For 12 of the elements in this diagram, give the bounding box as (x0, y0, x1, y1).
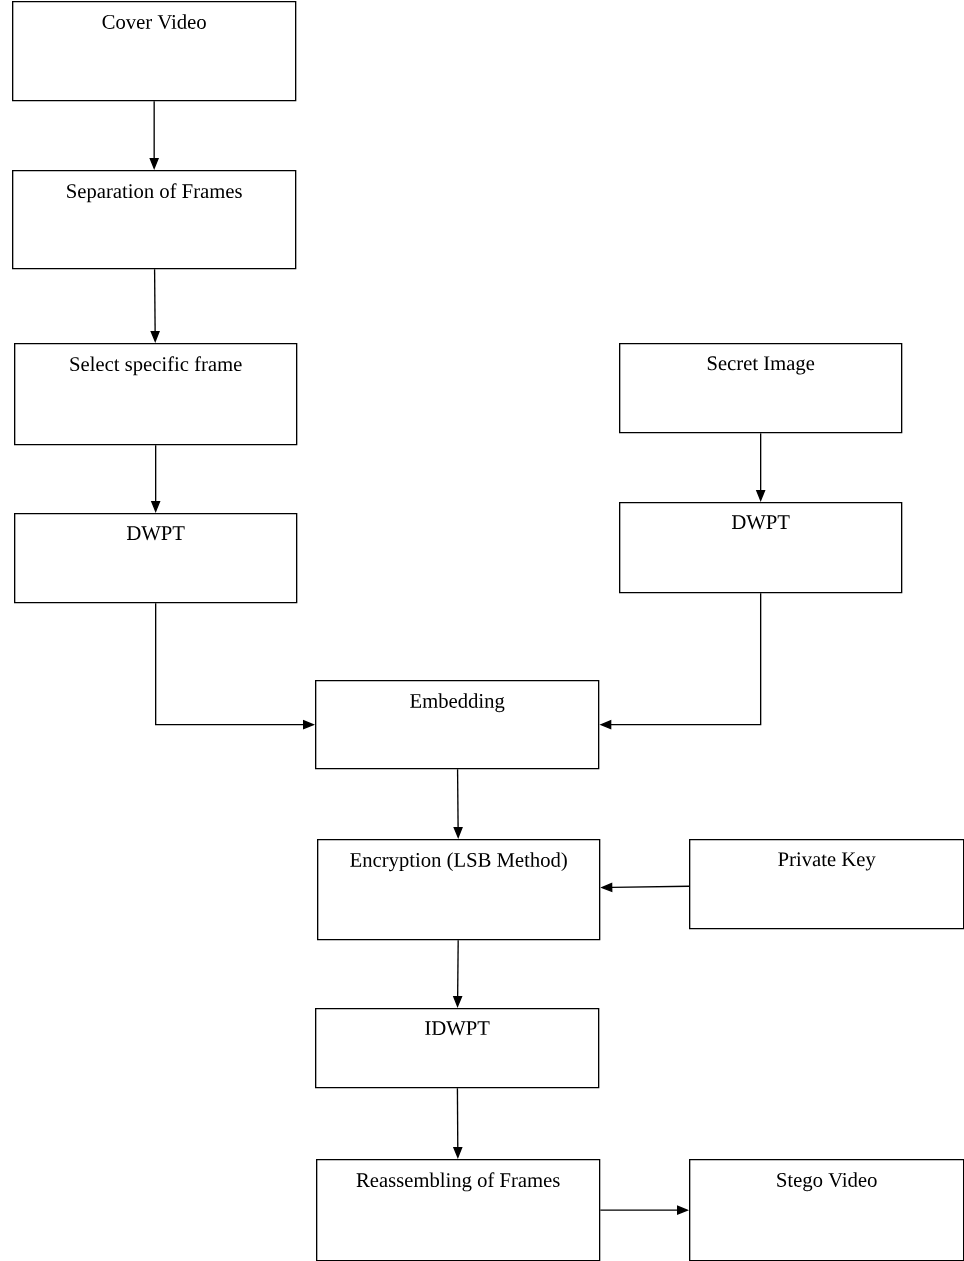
process-box: Private Key (689, 839, 964, 930)
process-box: Encryption (LSB Method) (317, 839, 601, 941)
process-box: IDWPT (315, 1008, 600, 1089)
process-box: Secret Image (619, 343, 903, 434)
process-box: Reassembling of Frames (316, 1159, 601, 1261)
process-box: Stego Video (689, 1159, 964, 1261)
process-box: Separation of Frames (12, 170, 297, 270)
process-box: Embedding (315, 680, 600, 770)
process-box: DWPT (619, 502, 903, 594)
process-box: Cover Video (12, 1, 297, 102)
process-box: DWPT (14, 513, 298, 604)
process-box: Select specific frame (14, 343, 298, 446)
